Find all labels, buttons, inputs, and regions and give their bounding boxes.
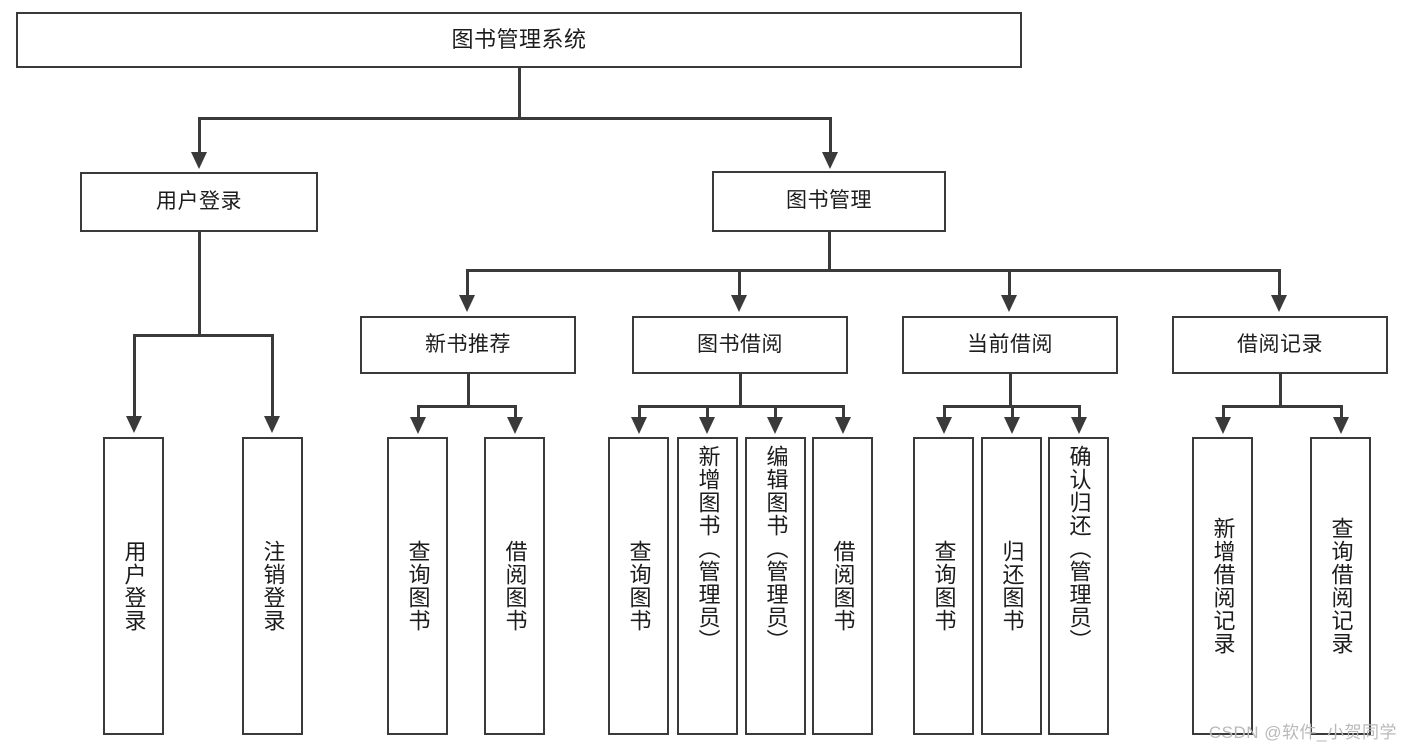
node-leaf-add-record[interactable]: 新增借阅记录 [1192,437,1253,735]
arrow-root-to-user-login [191,152,207,169]
node-leaf-query-book-3[interactable]: 查询图书 [913,437,974,735]
arrow-book-borrow-to-leaf-3 [767,417,783,434]
node-label: 用户登录 [121,540,147,632]
node-leaf-borrow-book-2[interactable]: 借阅图书 [812,437,873,735]
node-label: 当前借阅 [967,332,1053,356]
arrow-current-borrow-to-leaf-3 [1071,417,1087,434]
node-label: 查询图书 [405,540,431,632]
edge-borrow-record-to-leaf-2 [1340,405,1343,418]
edge-root-bus [198,117,830,120]
node-label: 图书管理系统 [451,27,587,53]
node-label: 借阅图书 [830,540,856,632]
edge-book-manage-bus [466,269,1280,272]
node-book-manage[interactable]: 图书管理 [712,171,946,232]
node-label: 确认归还（管理员） [1066,445,1092,652]
edge-to-current-borrow [1008,269,1011,296]
edge-user-login-stem [198,232,201,336]
edge-root-to-user-login [198,117,201,155]
edge-current-borrow-to-leaf-3 [1078,405,1081,418]
edge-new-book-to-leaf-2 [514,405,517,418]
node-label: 图书借阅 [697,332,783,356]
edge-new-book-to-leaf-1 [417,405,420,418]
arrow-current-borrow-to-leaf-1 [936,417,952,434]
arrow-root-to-book-manage [822,152,838,169]
edge-book-manage-stem [828,232,831,272]
node-root-system[interactable]: 图书管理系统 [16,12,1022,68]
node-label: 借阅图书 [502,540,528,632]
edge-user-login-bus [133,334,273,337]
edge-new-book-bus [417,405,517,408]
arrow-current-borrow-to-leaf-2 [1004,417,1020,434]
node-label: 归还图书 [999,540,1025,632]
edge-root-to-book-manage [829,117,832,155]
edge-current-borrow-stem [1009,374,1012,406]
node-leaf-borrow-book-1[interactable]: 借阅图书 [484,437,545,735]
arrow-user-login-to-leaf-1 [126,416,142,433]
node-label: 新增图书（管理员） [695,445,721,652]
node-label: 注销登录 [260,540,286,632]
arrow-borrow-record-to-leaf-2 [1333,417,1349,434]
edge-current-borrow-to-leaf-2 [1011,405,1014,418]
arrow-to-current-borrow [1001,295,1017,312]
edge-to-new-book-recommend [466,269,469,296]
node-label: 新增借阅记录 [1210,517,1236,655]
arrow-new-book-to-leaf-1 [410,417,426,434]
edge-book-borrow-to-leaf-1 [638,405,641,418]
edge-new-book-stem [467,374,470,406]
node-borrow-record[interactable]: 借阅记录 [1172,316,1388,374]
arrow-borrow-record-to-leaf-1 [1215,417,1231,434]
node-label: 查询借阅记录 [1328,517,1354,655]
edge-root-stem [518,68,521,118]
edge-current-borrow-to-leaf-1 [943,405,946,418]
node-leaf-query-book-2[interactable]: 查询图书 [608,437,669,735]
arrow-user-login-to-leaf-2 [264,416,280,433]
node-book-borrow[interactable]: 图书借阅 [632,316,848,374]
edge-book-borrow-bus [638,405,842,408]
edge-to-book-borrow [738,269,741,296]
node-label: 编辑图书（管理员） [763,445,789,652]
edge-user-login-to-leaf-1 [133,334,136,417]
node-leaf-query-record[interactable]: 查询借阅记录 [1310,437,1371,735]
arrow-to-borrow-record [1271,295,1287,312]
node-current-borrow[interactable]: 当前借阅 [902,316,1118,374]
node-label: 图书管理 [786,189,872,213]
node-leaf-user-login[interactable]: 用户登录 [103,437,164,735]
node-label: 新书推荐 [425,332,511,356]
edge-book-borrow-to-leaf-3 [774,405,777,418]
edge-borrow-record-bus [1222,405,1341,408]
node-label: 借阅记录 [1237,332,1323,356]
node-new-book-recommend[interactable]: 新书推荐 [360,316,576,374]
arrow-new-book-to-leaf-2 [507,417,523,434]
edge-borrow-record-stem [1279,374,1282,406]
node-leaf-edit-book[interactable]: 编辑图书（管理员） [745,437,806,735]
arrow-book-borrow-to-leaf-2 [699,417,715,434]
arrow-to-new-book-recommend [459,295,475,312]
node-user-login[interactable]: 用户登录 [80,172,318,232]
node-label: 用户登录 [156,189,242,213]
node-leaf-query-book-1[interactable]: 查询图书 [387,437,448,735]
edge-book-borrow-to-leaf-4 [842,405,845,418]
edge-user-login-to-leaf-2 [271,334,274,417]
arrow-book-borrow-to-leaf-1 [631,417,647,434]
node-label: 查询图书 [931,540,957,632]
node-leaf-confirm-return[interactable]: 确认归还（管理员） [1048,437,1109,735]
edge-book-borrow-to-leaf-2 [706,405,709,418]
arrow-book-borrow-to-leaf-4 [835,417,851,434]
arrow-to-book-borrow [731,295,747,312]
edge-book-borrow-stem [739,374,742,406]
node-leaf-return-book[interactable]: 归还图书 [981,437,1042,735]
edge-borrow-record-to-leaf-1 [1222,405,1225,418]
edge-to-borrow-record [1278,269,1281,296]
node-leaf-add-book[interactable]: 新增图书（管理员） [677,437,738,735]
node-label: 查询图书 [626,540,652,632]
node-leaf-user-logout[interactable]: 注销登录 [242,437,303,735]
